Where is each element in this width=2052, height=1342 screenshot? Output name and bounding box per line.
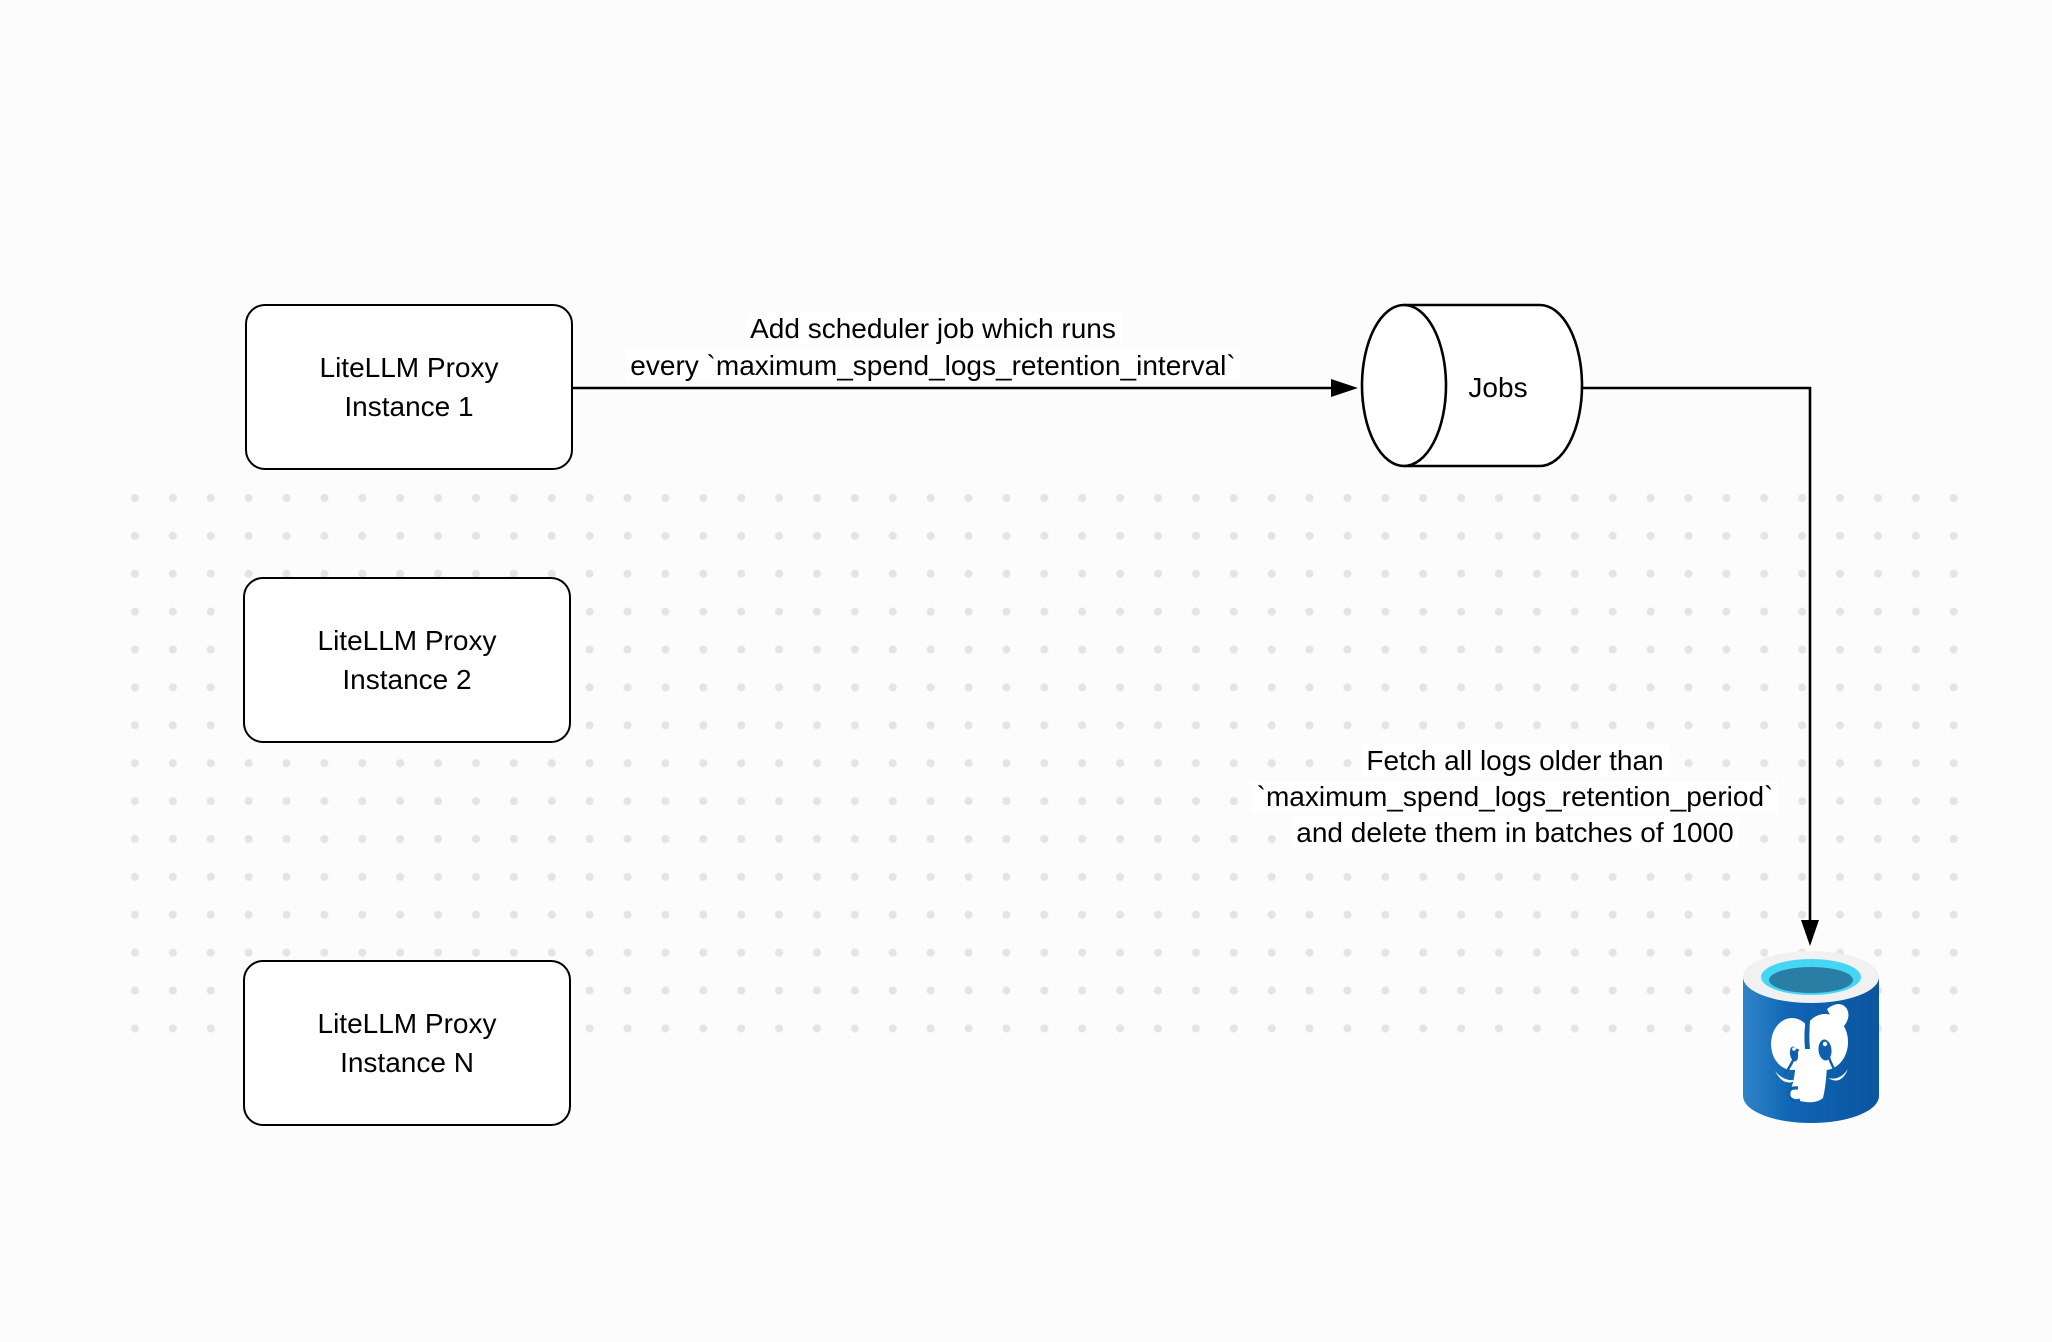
node-label-line: LiteLLM Proxy [319, 352, 499, 383]
postgres-elephant-icon [1771, 1004, 1849, 1103]
node-label-line: LiteLLM Proxy [317, 625, 497, 656]
arrowhead [1331, 379, 1358, 397]
postgresql-database-icon[interactable] [1741, 949, 1881, 1125]
edge-label-line: Add scheduler job which runs [745, 313, 1121, 344]
node-litellm-proxy-instance-1[interactable]: LiteLLM Proxy Instance 1 [245, 304, 573, 470]
edge-label-line: and delete them in batches of 1000 [1291, 817, 1739, 848]
node-label-line: Instance 2 [342, 664, 472, 695]
node-label-line: Instance N [340, 1047, 474, 1078]
node-jobs-label: Jobs [1468, 372, 1528, 403]
edge-scheduler-label: Add scheduler job which runs every `maxi… [625, 310, 1241, 384]
node-litellm-proxy-instance-2[interactable]: LiteLLM Proxy Instance 2 [243, 577, 571, 743]
edge-fetch-label: Fetch all logs older than `maximum_spend… [1251, 743, 1779, 851]
edge-label-line: `maximum_spend_logs_retention_period` [1251, 781, 1779, 812]
node-label-line: Instance 1 [344, 391, 474, 422]
node-jobs-cylinder[interactable] [1359, 302, 1585, 471]
edge-label-line: Fetch all logs older than [1361, 745, 1669, 776]
node-litellm-proxy-instance-n[interactable]: LiteLLM Proxy Instance N [243, 960, 571, 1126]
edge-label-line: every `maximum_spend_logs_retention_inte… [625, 350, 1241, 381]
node-label-line: LiteLLM Proxy [317, 1008, 497, 1039]
